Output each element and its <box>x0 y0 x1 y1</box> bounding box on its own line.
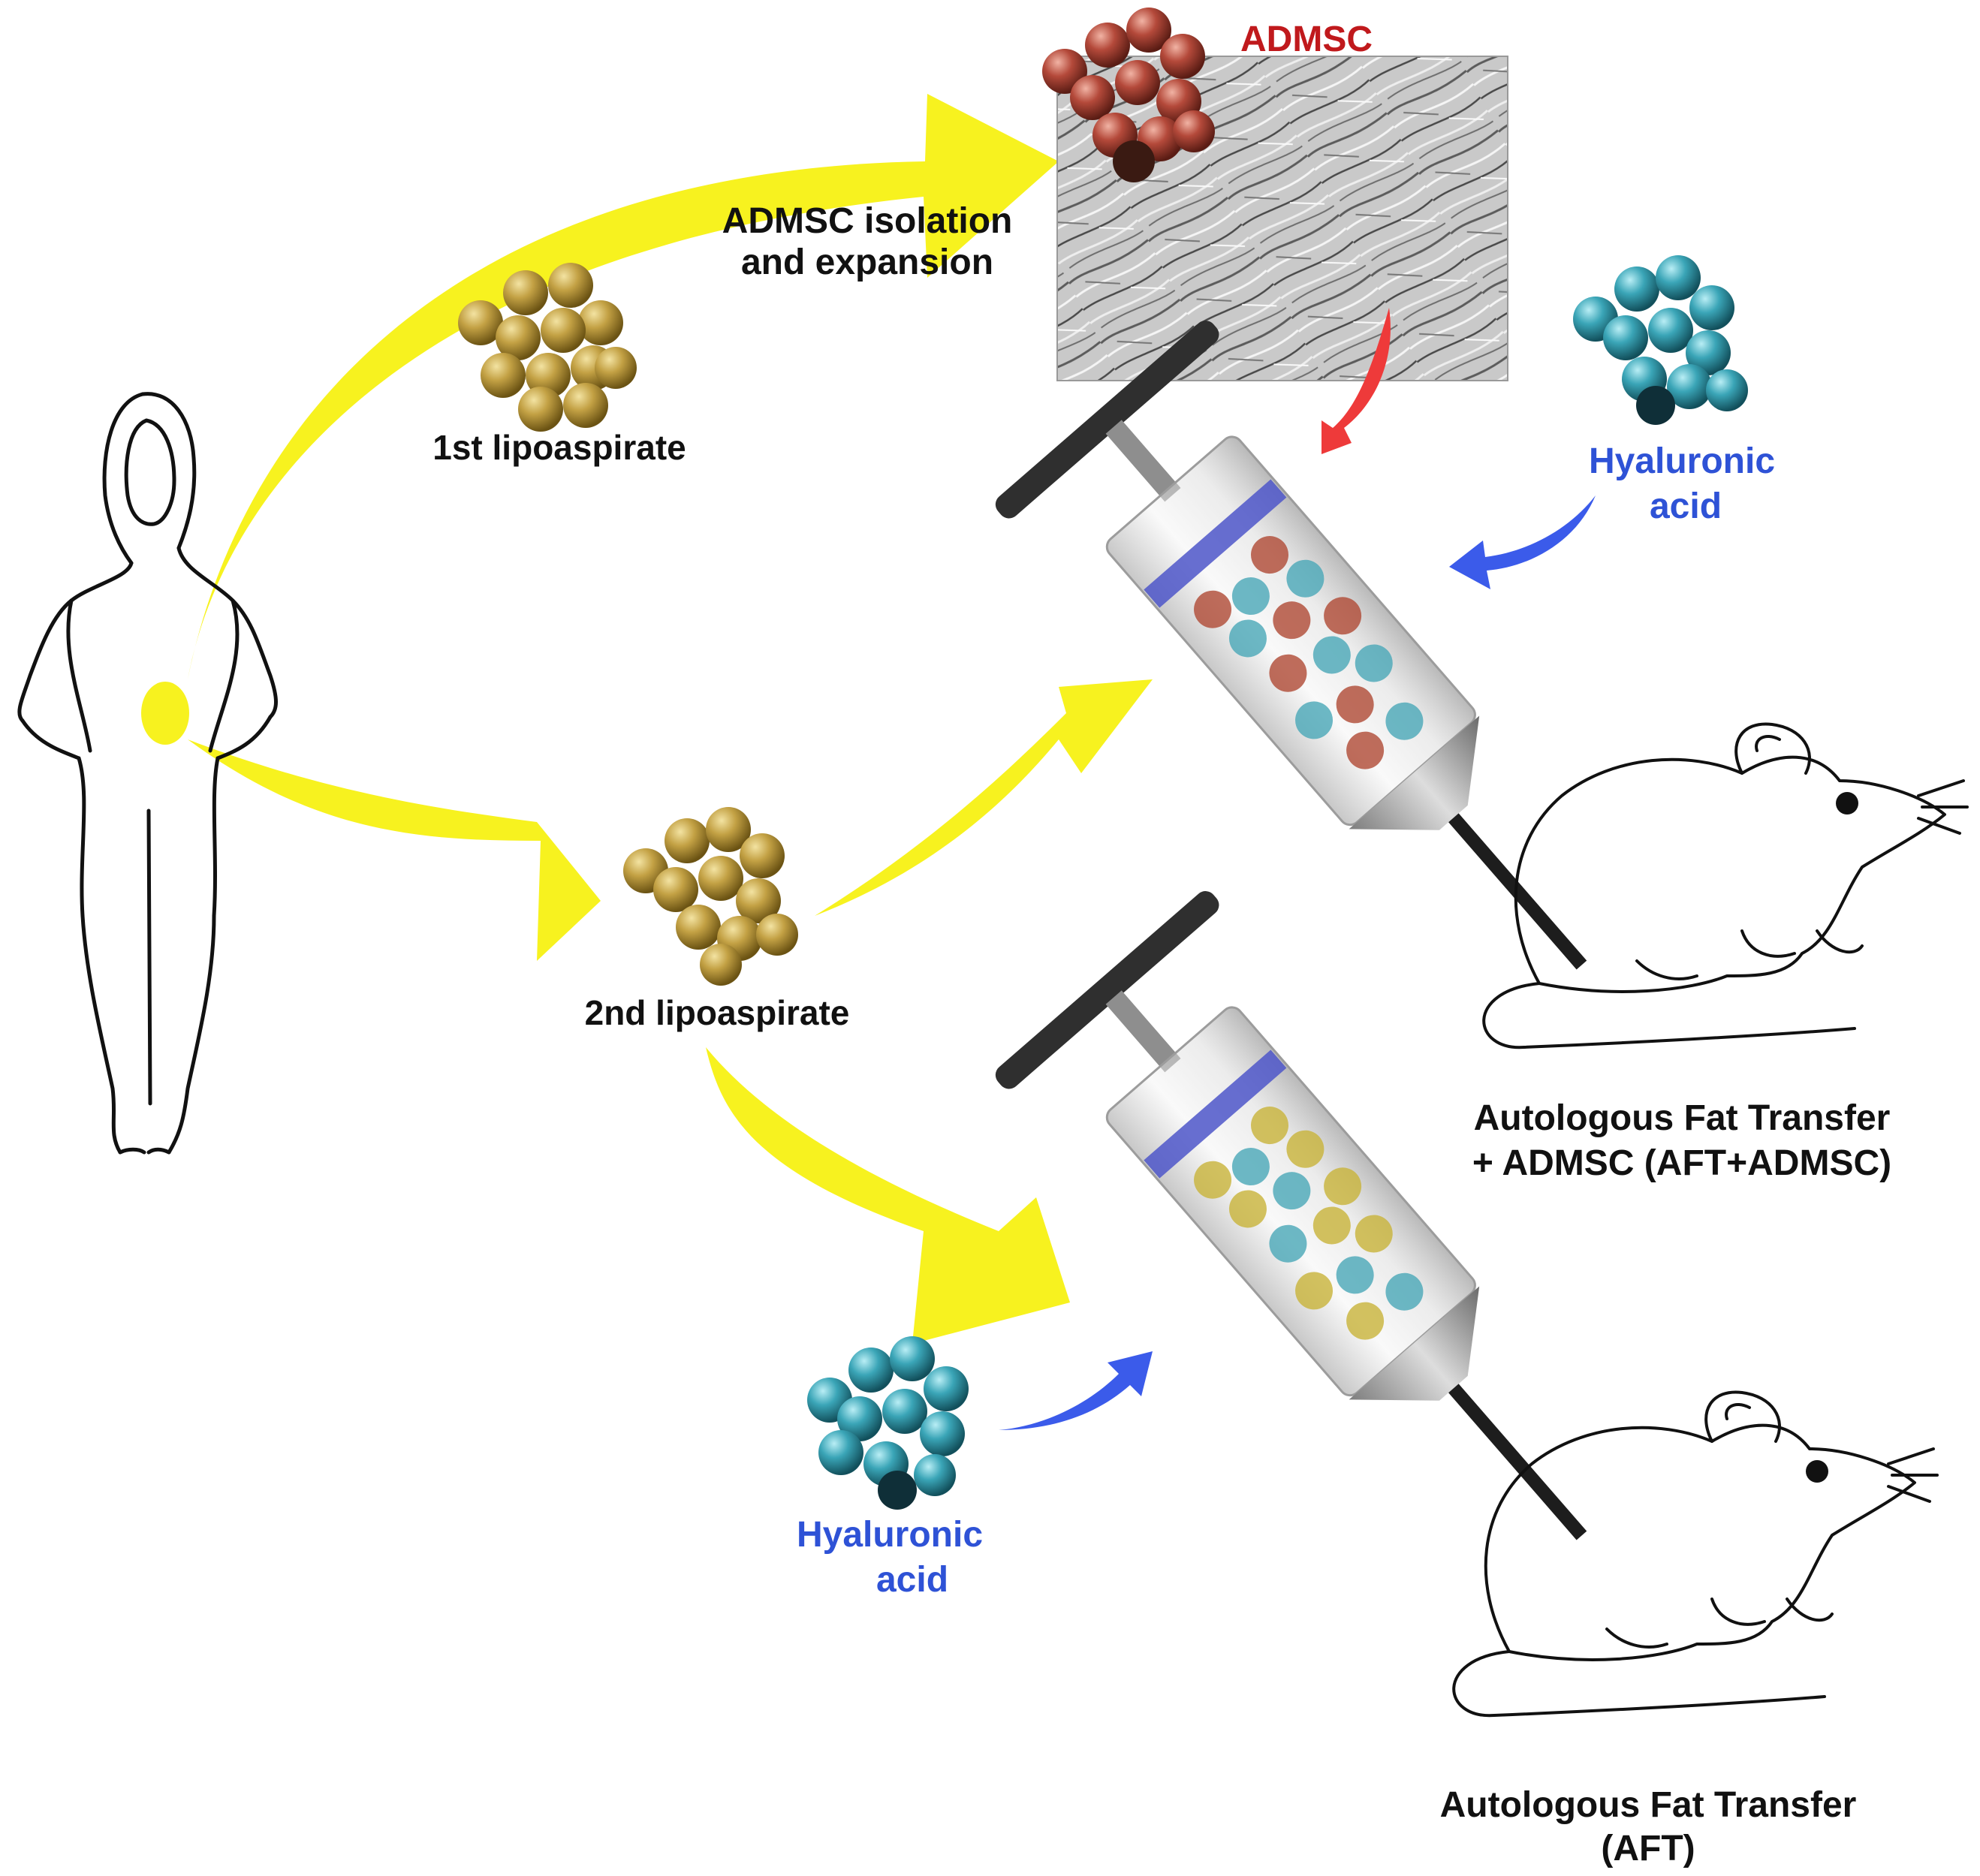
hyaluronic-acid-cluster-bottom-icon <box>807 1336 969 1510</box>
blue-arrow-ha-to-upper-syringe <box>1449 495 1596 589</box>
blue-arrow-ha-to-lower-syringe <box>999 1351 1153 1430</box>
hyaluronic-acid-bottom-label-line1: Hyaluronic <box>797 1515 983 1555</box>
aft-admsc-label-line2: + ADMSC (AFT+ADMSC) <box>1472 1143 1891 1183</box>
hyaluronic-acid-top-label-line2: acid <box>1650 486 1722 526</box>
mouse-top-icon <box>1482 722 1969 1049</box>
aft-admsc-label-line1: Autologous Fat Transfer <box>1474 1098 1891 1138</box>
arrow-lipoaspirate-to-syringe <box>815 679 1153 916</box>
liposuction-site-marker <box>141 682 189 745</box>
second-lipoaspirate-label: 2nd lipoaspirate <box>585 993 850 1032</box>
arrow-lipoaspirate-to-lower-syringe <box>706 1047 1070 1344</box>
mouse-bottom-icon <box>1452 1390 1939 1718</box>
admsc-isolation-label-line2: and expansion <box>741 242 993 282</box>
first-lipoaspirate-cluster-icon <box>458 263 637 432</box>
syringe-bottom-icon <box>995 891 1587 1540</box>
first-lipoaspirate-label: 1st lipoaspirate <box>432 428 686 467</box>
mouse-bottom-eye <box>1806 1460 1828 1483</box>
admsc-isolation-label-line1: ADMSC isolation <box>722 201 1013 241</box>
aft-label-line2: (AFT) <box>1601 1829 1695 1868</box>
admsc-micrograph-image <box>1056 56 1508 381</box>
admsc-cell-cluster-icon <box>1042 8 1215 182</box>
syringe-top-icon <box>995 321 1587 970</box>
admsc-title-label: ADMSC <box>1240 20 1373 59</box>
aft-label-line1: Autologous Fat Transfer <box>1440 1785 1857 1825</box>
arrow-to-second-lipoaspirate <box>188 739 601 961</box>
red-arrow-admsc-to-syringe <box>1322 308 1391 454</box>
mouse-top-eye <box>1836 792 1858 815</box>
hyaluronic-acid-bottom-label-line2: acid <box>876 1560 948 1600</box>
arrow-to-admsc-isolation <box>188 94 1059 679</box>
second-lipoaspirate-cluster-icon <box>623 807 798 986</box>
hyaluronic-acid-top-label-line1: Hyaluronic <box>1589 441 1775 481</box>
woman-silhouette-icon <box>17 392 278 1155</box>
hyaluronic-acid-cluster-top-icon <box>1573 255 1748 425</box>
